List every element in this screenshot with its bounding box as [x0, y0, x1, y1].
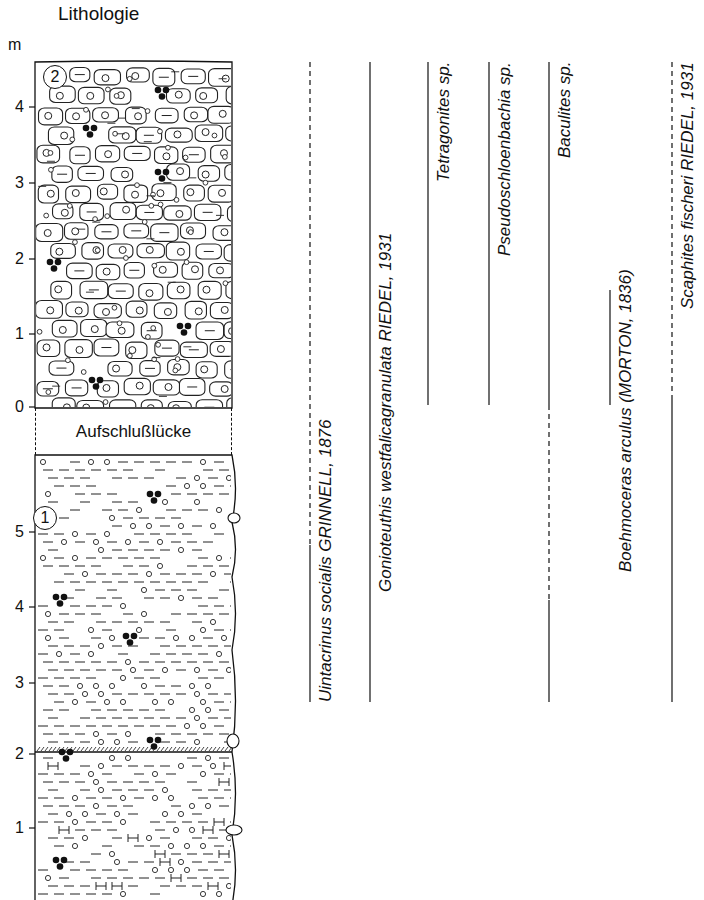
scale-number: 2 [15, 250, 24, 268]
scale-tick [29, 258, 35, 259]
range-line [671, 400, 672, 702]
range-line [309, 62, 310, 545]
range-line [609, 290, 610, 405]
glauconite-dots [147, 491, 162, 504]
glauconite-dots [83, 125, 98, 138]
scale-number: 4 [15, 598, 24, 616]
taxon-name: Uintacrinus socialis GRINNELL, 1876 [317, 419, 336, 702]
scale-tick [29, 182, 35, 183]
concretion [226, 825, 242, 835]
range-line [369, 62, 370, 702]
glauconite-dots [53, 594, 68, 607]
range-line [548, 405, 549, 600]
range-line [309, 545, 310, 702]
glauconite-dots [155, 169, 170, 182]
conglomerate-pattern [36, 68, 231, 407]
taxon-name: Boehmoceras arculus (MORTON, 1836) [617, 269, 636, 572]
scale-tick [29, 333, 35, 334]
range-line [671, 62, 672, 400]
scale-number: 4 [15, 98, 24, 116]
scale-tick [29, 606, 35, 607]
callout-number: 1 [41, 510, 50, 526]
glauconite-dots [47, 259, 62, 272]
range-line [427, 62, 428, 405]
taxon-name: Scaphites fischeri RIEDEL, 1931 [679, 62, 698, 309]
concretion [228, 513, 240, 523]
glauconite-dots [177, 323, 192, 336]
scale-tick [29, 531, 35, 532]
unit-outline [35, 61, 232, 408]
glauconite-dots [53, 857, 68, 870]
scale-number: 5 [15, 523, 24, 541]
glauconite-dots [89, 377, 104, 390]
glauconite-dots [123, 633, 138, 646]
range-line [488, 62, 489, 405]
taxon-name: Tetragonites sp. [435, 62, 454, 182]
callout-circle: 2 [43, 65, 67, 89]
unit-label: m [8, 36, 21, 54]
glauconite-dots [147, 737, 162, 750]
gap-label: Aufschlußlücke [76, 423, 191, 440]
axis-title: Lithologie [58, 4, 139, 25]
marl-pattern [38, 459, 231, 896]
glauconite-dots [59, 749, 74, 762]
scale-number: 3 [15, 174, 24, 192]
callout-circle: 1 [33, 506, 57, 530]
scale-tick [29, 682, 35, 683]
scale-number: 0 [15, 398, 24, 416]
unit-outline [35, 455, 236, 900]
scale-number: 1 [15, 819, 24, 837]
callout-number: 2 [51, 69, 60, 85]
scale-tick [29, 827, 35, 828]
taxon-name: Gonioteuthis westfalicagranulata RIEDEL,… [377, 233, 396, 592]
taxon-name: Baculites sp. [556, 62, 575, 158]
scale-tick [29, 753, 35, 754]
exposure-gap-band: Aufschlußlücke [35, 408, 232, 455]
taxon-name: Pseudoschloenbachia sp. [496, 62, 515, 256]
range-line [548, 62, 549, 405]
scale-number: 1 [15, 325, 24, 343]
scale-number: 3 [15, 674, 24, 692]
concretion [227, 734, 239, 748]
glauconite-dots [155, 87, 170, 100]
scale-tick [29, 106, 35, 107]
scale-number: 2 [15, 745, 24, 763]
range-line [548, 600, 549, 702]
